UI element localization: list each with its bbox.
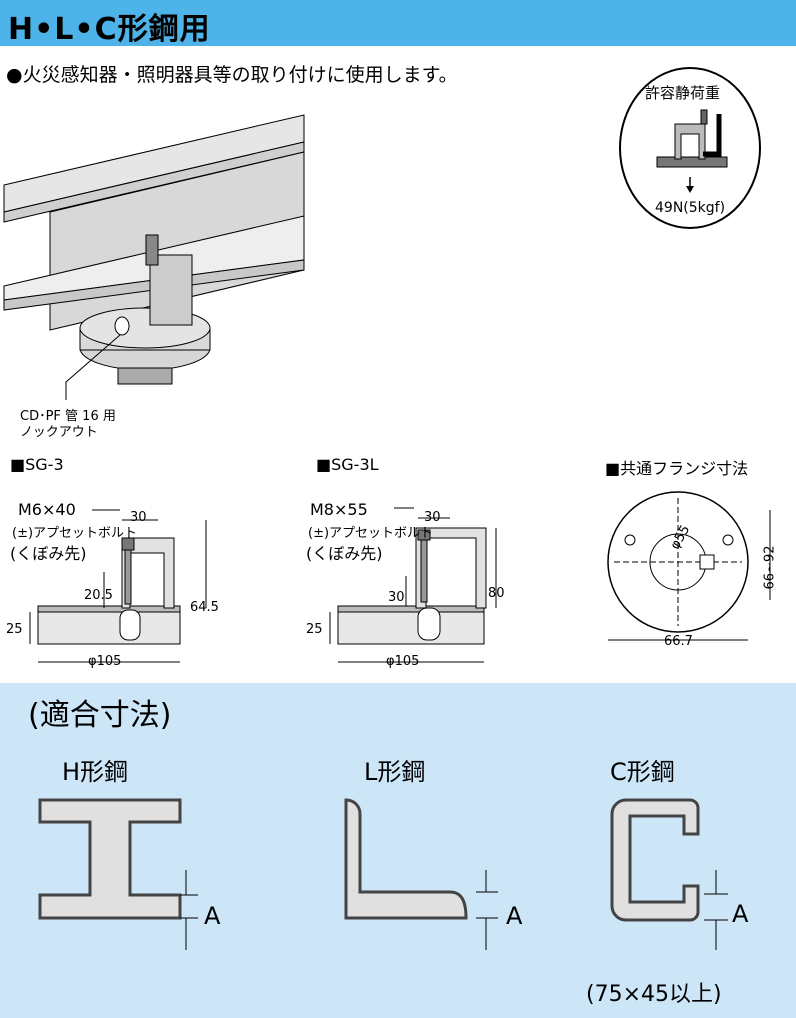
c-shape-label: C形鋼 — [610, 758, 675, 786]
knockout-label-line1: CD･PF 管 16 用 — [20, 409, 116, 424]
flange-title: ■共通フランジ寸法 — [605, 459, 749, 478]
l-shape-graphic — [330, 790, 530, 970]
sg3l-tip: (くぼみ先) — [306, 544, 383, 563]
sg3-dim-25: 25 — [6, 622, 23, 637]
sg3-dim-30: 30 — [130, 510, 147, 525]
sg3l-dim-30-side: 30 — [388, 590, 405, 605]
intro-text: ●火災感知器・照明器具等の取り付けに使用します。 — [6, 64, 458, 86]
sg3-dim-diameter: φ105 — [88, 654, 122, 669]
load-badge-title: 許容静荷重 — [645, 84, 721, 102]
sg3-dim-20-5: 20.5 — [84, 588, 113, 603]
sg3l-title: ■SG-3L — [316, 455, 379, 474]
sg3-bolt-type: (±)アプセットボルト — [12, 526, 138, 541]
h-shape-a-label: A — [204, 902, 221, 930]
sg3l-diagram — [300, 480, 530, 680]
sg3-tip: (くぼみ先) — [10, 544, 87, 563]
h-shape-graphic — [30, 790, 230, 970]
c-shape-graphic — [600, 790, 770, 970]
load-badge-graphic — [619, 67, 761, 229]
c-shape-note: (75×45以上) — [586, 982, 722, 1007]
sg3l-dim-diameter: φ105 — [386, 654, 420, 669]
l-shape-label: L形鋼 — [364, 758, 426, 786]
fit-title: (適合寸法) — [28, 698, 172, 733]
sg3-diagram — [0, 480, 230, 680]
sg3l-dim-25: 25 — [306, 622, 323, 637]
sg3-title: ■SG-3 — [10, 455, 64, 474]
knockout-label-line2: ノックアウト — [20, 425, 98, 440]
l-shape-a-label: A — [506, 902, 523, 930]
sg3l-dim-30-top: 30 — [424, 510, 441, 525]
h-shape-label: H形鋼 — [62, 758, 129, 786]
sg3l-bolt-type: (±)アプセットボルト — [308, 526, 434, 541]
flange-dim-66-92: 66~92 — [762, 545, 778, 590]
load-badge: 許容静荷重 49N(5kgf) — [617, 64, 763, 234]
sg3-bolt: M6×40 — [18, 500, 76, 519]
load-badge-value: 49N(5kgf) — [655, 200, 726, 216]
sg3l-bolt: M8×55 — [310, 500, 368, 519]
flange-dim-66-7: 66.7 — [664, 634, 693, 649]
beam-illustration — [0, 100, 310, 405]
sg3-dim-64-5: 64.5 — [190, 600, 219, 615]
fit-panel — [0, 683, 796, 1018]
flange-diagram — [600, 480, 790, 670]
sg3l-dim-80: 80 — [488, 586, 505, 601]
header-bar — [0, 0, 796, 46]
page-title: H•L•C形鋼用 — [8, 12, 211, 47]
c-shape-a-label: A — [732, 900, 749, 928]
